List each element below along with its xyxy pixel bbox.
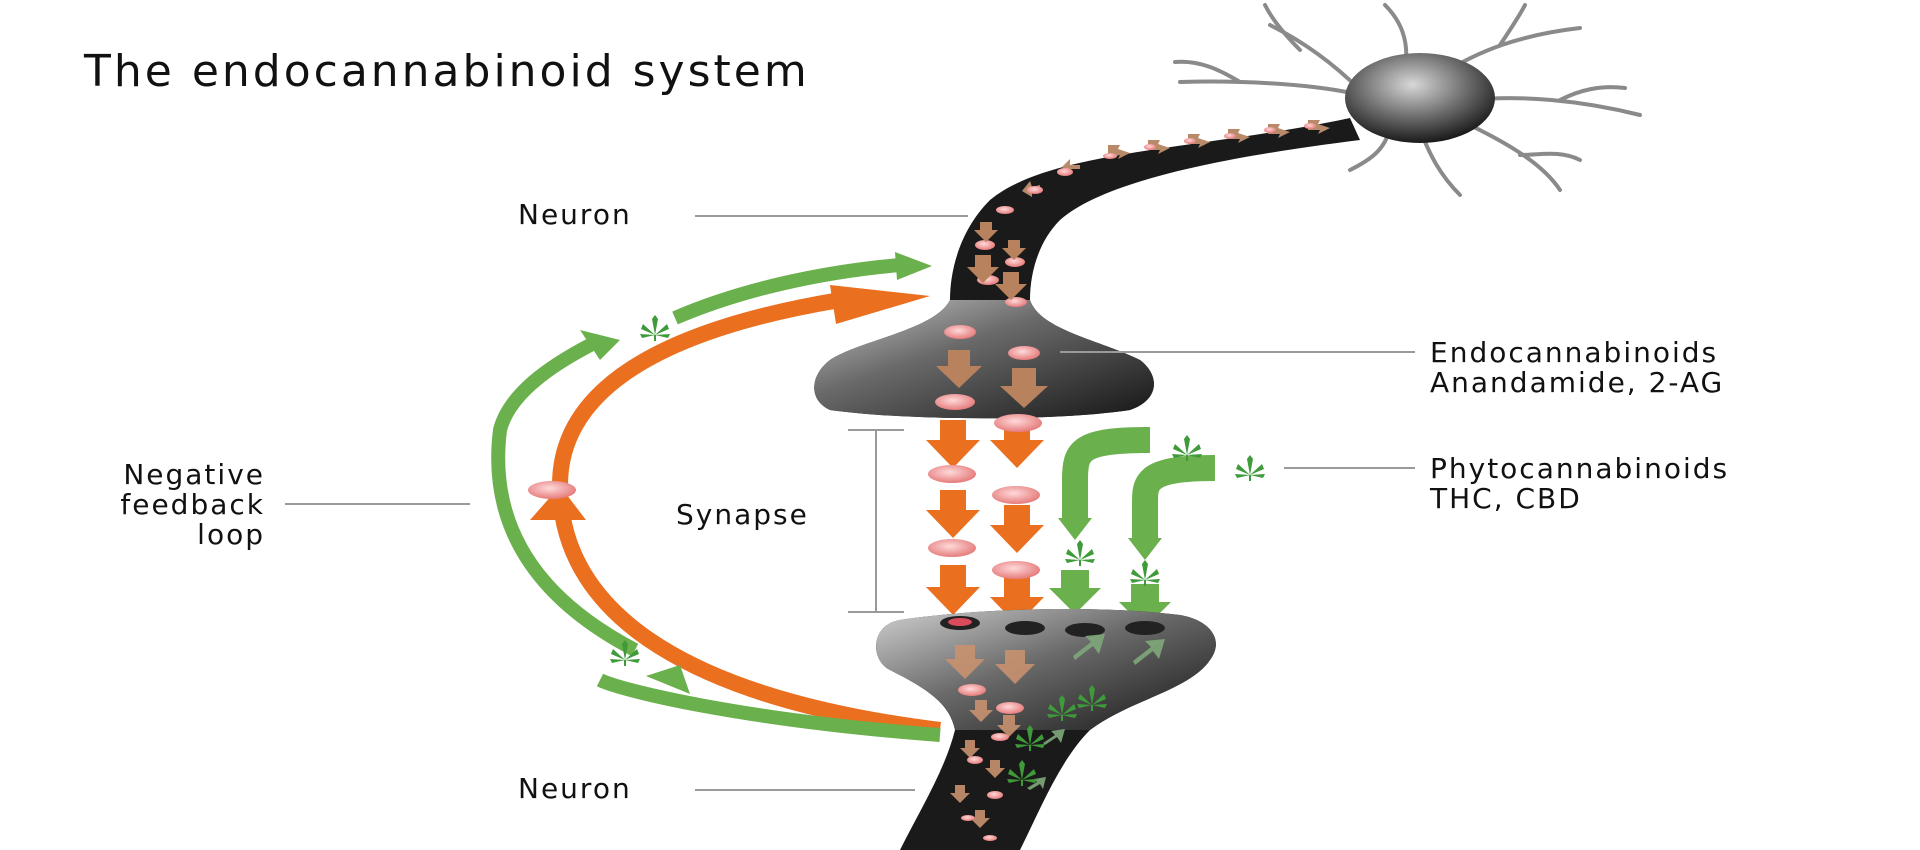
phytocannabinoid-arrows	[1049, 427, 1266, 628]
page-title: The endocannabinoid system	[84, 46, 810, 97]
label-feedback-line3: loop	[197, 518, 265, 551]
molecule-icon	[528, 481, 576, 499]
postsynaptic-neuron	[876, 608, 1216, 850]
label-feedback-line2: feedback	[120, 488, 265, 521]
endocannabinoid-release-arrows	[926, 414, 1044, 625]
feedback-loop-arrows	[491, 252, 941, 742]
label-phytocannabinoids-examples: THC, CBD	[1430, 482, 1582, 515]
label-endocannabinoids-examples: Anandamide, 2-AG	[1430, 366, 1725, 399]
label-endocannabinoids: Endocannabinoids	[1430, 336, 1719, 369]
top-neuron-cell-icon	[1173, 3, 1642, 197]
presynaptic-neuron	[814, 118, 1360, 419]
leader-lines	[285, 215, 1415, 791]
cannabis-leaf-icon	[1234, 454, 1266, 482]
label-synapse: Synapse	[676, 498, 809, 531]
cannabis-leaf-icon	[1064, 539, 1096, 567]
label-feedback-line1: Negative	[123, 458, 265, 491]
axon-vesicles	[935, 120, 1330, 410]
cannabis-leaf-icon	[1171, 434, 1203, 462]
label-phytocannabinoids: Phytocannabinoids	[1430, 452, 1730, 485]
cannabis-leaf-icon	[1129, 559, 1161, 587]
cannabis-leaf-icon	[639, 314, 671, 342]
label-neuron-bottom: Neuron	[518, 772, 632, 805]
label-neuron-top: Neuron	[518, 198, 632, 231]
